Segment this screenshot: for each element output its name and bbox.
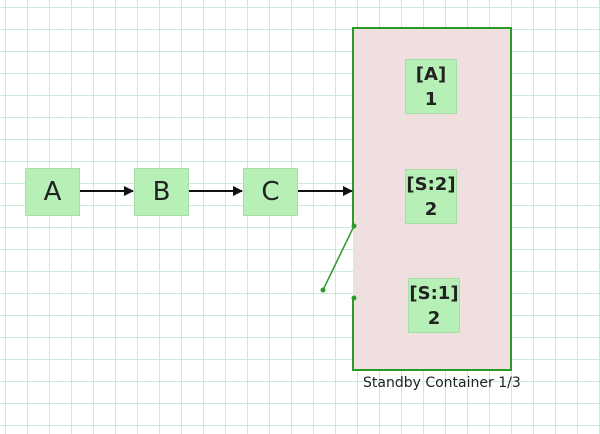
node-c: C <box>243 168 298 216</box>
slot-3-tag: [S:1] <box>409 282 459 304</box>
container-border <box>352 27 512 371</box>
slot-2-value: 2 <box>424 198 438 220</box>
slot-3: [S:1] 2 <box>408 278 460 333</box>
slot-1-tag: [A] <box>415 63 447 85</box>
slot-2-tag: [S:2] <box>406 173 456 195</box>
gate-end-dot <box>320 287 326 293</box>
gate-line <box>322 225 355 291</box>
slot-2: [S:2] 2 <box>405 169 457 224</box>
slot-1: [A] 1 <box>405 59 457 114</box>
slot-3-value: 2 <box>427 307 441 329</box>
slot-1-value: 1 <box>424 88 438 110</box>
gate-hinge-dot <box>351 223 357 229</box>
node-a: A <box>25 168 80 216</box>
container-caption: Standby Container 1/3 <box>363 375 521 391</box>
node-b: B <box>134 168 189 216</box>
gate-latch-dot <box>351 295 357 301</box>
